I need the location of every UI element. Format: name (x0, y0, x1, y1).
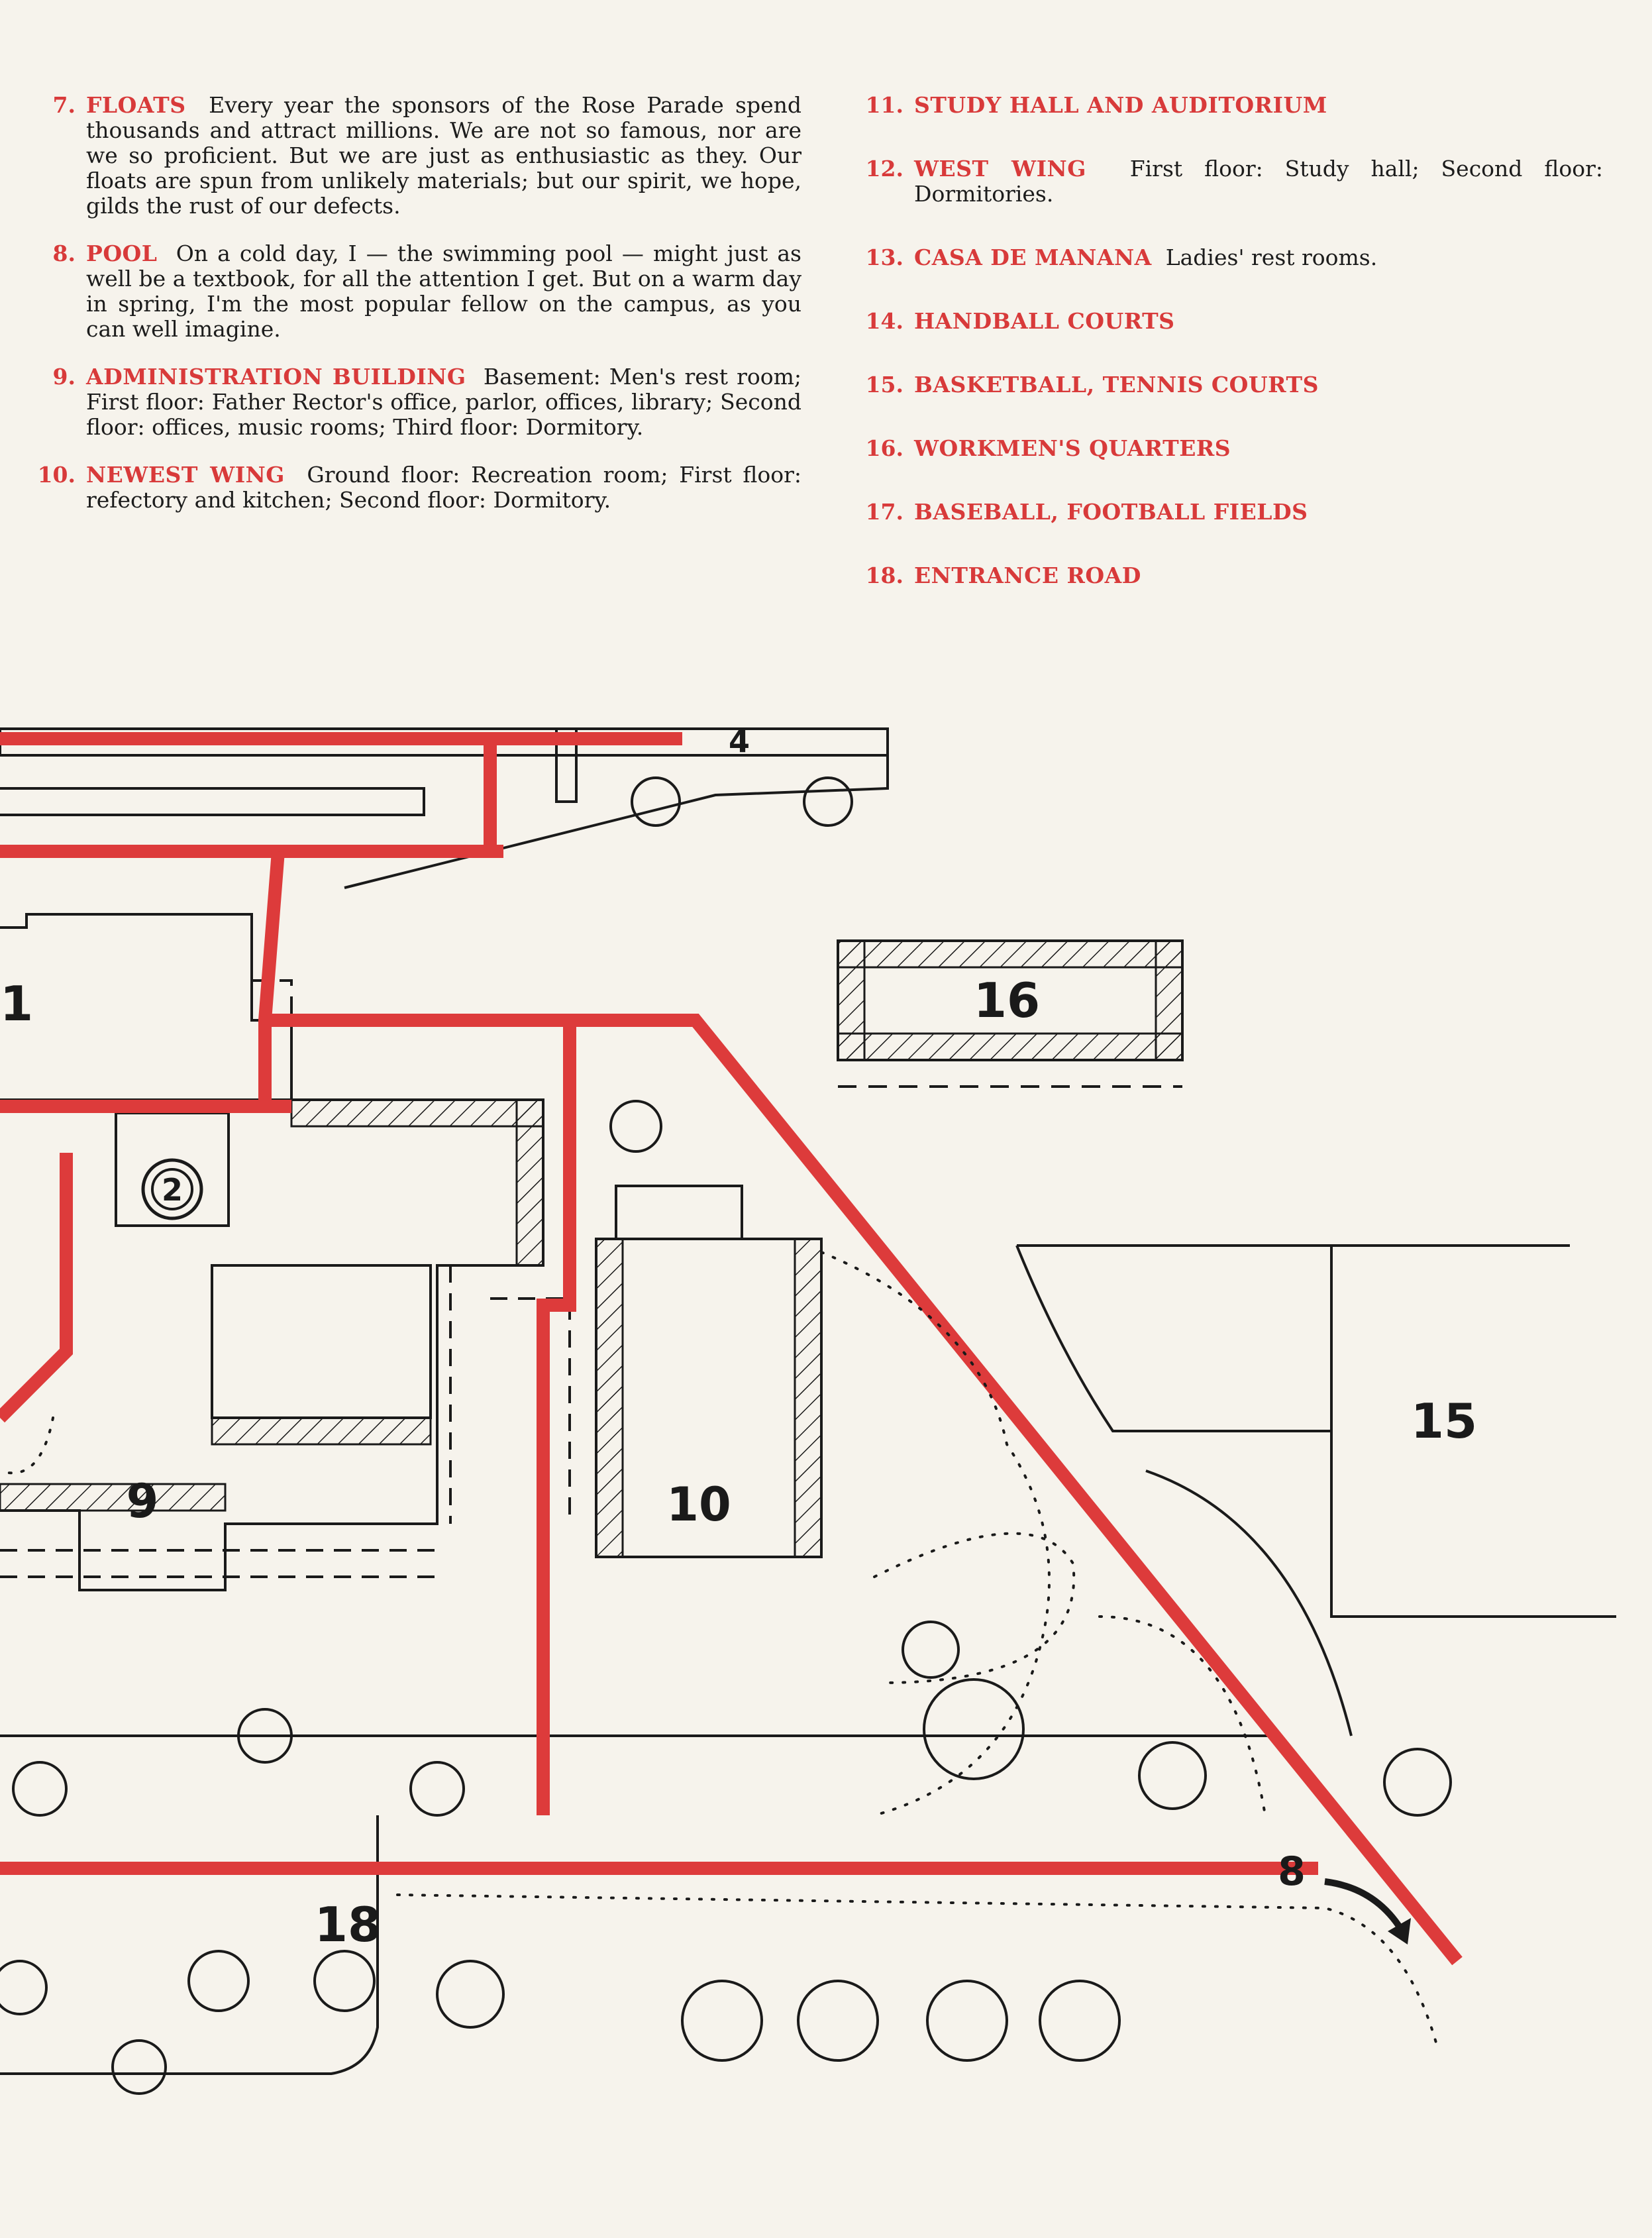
tree-icon (1383, 1748, 1452, 1817)
tree-icon (926, 1980, 1008, 2062)
legend-title: STUDY HALL AND AUDITORIUM (914, 92, 1327, 118)
legend-title: HANDBALL COURTS (914, 308, 1175, 334)
map-label-9: 9 (127, 1474, 159, 1528)
legend-number: 15. (865, 372, 903, 398)
tree-icon (1039, 1980, 1121, 2062)
building-10-annex (615, 1185, 743, 1240)
court-15-edge (1015, 1244, 1570, 1432)
legend-title: CASA DE MANANA (914, 244, 1152, 270)
legend-entry-newest-wing: 10. NEWEST WING Ground floor: Recreation… (33, 462, 801, 513)
trees (0, 776, 1452, 2062)
map-label-1: 1 (0, 976, 33, 1032)
tree-icon (609, 1100, 662, 1153)
map-label-10: 10 (666, 1477, 731, 1532)
map-label-4: 4 (729, 723, 750, 759)
legend-number: 13. (865, 244, 903, 270)
legend-number: 12. (865, 156, 903, 182)
building-2-octagon (141, 1158, 203, 1220)
legend-entry-casa-de-manana: 13. CASA DE MANANA Ladies' rest rooms. (861, 245, 1603, 270)
legend-left: 7. FLOATS Every year the sponsors of the… (33, 93, 801, 535)
north-walkway (0, 787, 425, 816)
legend-title: WORKMEN'S QUARTERS (914, 435, 1231, 461)
building-2-ring (151, 1168, 193, 1210)
legend-entry-study-hall: 11. STUDY HALL AND AUDITORIUM (861, 93, 1603, 118)
tree-icon (237, 1708, 293, 1764)
legend-entry-entrance-road: 18. ENTRANCE ROAD (861, 563, 1603, 588)
tree-icon (902, 1621, 960, 1679)
map-label-8: 8 (1278, 1848, 1306, 1895)
legend-text: Ground floor: Recreation room; First flo… (86, 462, 801, 513)
legend-number: 8. (52, 240, 76, 266)
southwest-wall (0, 1815, 379, 2075)
legend-text: Every year the sponsors of the Rose Para… (86, 92, 801, 219)
legend-entry-pool: 8. POOL On a cold day, I — the swimming … (33, 241, 801, 342)
legend-number: 7. (52, 92, 76, 118)
legend-title: BASEBALL, FOOTBALL FIELDS (914, 499, 1308, 525)
legend-text: First floor: Study hall; Second floor: D… (914, 156, 1603, 207)
legend-number: 11. (865, 92, 903, 118)
legend-title: BASKETBALL, TENNIS COURTS (914, 372, 1319, 398)
legend-entry-basketball-tennis: 15. BASKETBALL, TENNIS COURTS (861, 372, 1603, 398)
map-label-18: 18 (315, 1897, 381, 1952)
legend-number: 16. (865, 435, 903, 461)
hatched-walls (0, 939, 1184, 1558)
tree-icon (797, 1980, 879, 2062)
legend-title: FLOATS (86, 92, 186, 118)
red-walkways (0, 732, 1463, 1966)
north-slope-wall (344, 749, 889, 889)
pool-arrow-icon (1324, 1878, 1408, 1937)
building-1-outline (0, 913, 293, 1101)
legend-entry-floats: 7. FLOATS Every year the sponsors of the… (33, 93, 801, 219)
legend-entry-workmens-quarters: 16. WORKMEN'S QUARTERS (861, 436, 1603, 461)
legend-text: Basement: Men's rest room; First floor: … (86, 364, 801, 440)
legend-text: Ladies' rest rooms. (1165, 244, 1378, 270)
building-9-courtyard (211, 1264, 432, 1419)
tree-icon (0, 1960, 48, 2015)
legend-right: 11. STUDY HALL AND AUDITORIUM 12. WEST W… (861, 93, 1603, 627)
building-outlines (0, 727, 1616, 2095)
legend-number: 9. (52, 364, 76, 390)
dotted-borders (0, 1251, 1439, 2049)
court-15-outline (1330, 1246, 1616, 1618)
tree-icon (681, 1980, 763, 2062)
tree-icon (436, 1960, 505, 2029)
pool-circle (923, 1678, 1025, 1780)
campus-map: 4 1 2 9 10 15 16 18 8 (0, 723, 1616, 2095)
tree-icon (803, 776, 853, 827)
north-stair (555, 727, 578, 803)
legend-number: 17. (865, 499, 903, 525)
legend-entry-baseball-football: 17. BASEBALL, FOOTBALL FIELDS (861, 500, 1603, 525)
legend-number: 18. (865, 562, 903, 588)
north-strip-wall (0, 727, 889, 757)
legend-title: WEST WING (914, 156, 1086, 182)
legend-title: POOL (86, 240, 158, 266)
legend-number: 14. (865, 308, 903, 334)
legend-entry-handball-courts: 14. HANDBALL COURTS (861, 309, 1603, 334)
legend-text: On a cold day, I — the swimming pool — m… (86, 240, 801, 342)
fountain-circle (111, 2039, 167, 2095)
tree-icon (12, 1761, 68, 1817)
legend-number: 10. (37, 462, 76, 488)
map-label-15: 15 (1411, 1393, 1477, 1449)
legend-entry-west-wing: 12. WEST WING First floor: Study hall; S… (861, 156, 1603, 207)
legend-title: NEWEST WING (86, 462, 285, 488)
map-label-2: 2 (162, 1172, 183, 1208)
tree-icon (187, 1950, 250, 2012)
tree-icon (1138, 1741, 1207, 1810)
legend-title: ENTRANCE ROAD (914, 562, 1141, 588)
legend-title: ADMINISTRATION BUILDING (86, 364, 466, 390)
tree-icon (313, 1950, 376, 2012)
map-labels: 4 1 2 9 10 15 16 18 8 (0, 723, 1477, 1952)
map-label-16: 16 (974, 973, 1040, 1028)
tree-icon (409, 1761, 465, 1817)
legend-entry-administration-building: 9. ADMINISTRATION BUILDING Basement: Men… (33, 364, 801, 440)
tree-icon (631, 776, 681, 827)
arrow-head-icon (1388, 1918, 1411, 1945)
court-15-curve (1145, 1469, 1353, 1736)
